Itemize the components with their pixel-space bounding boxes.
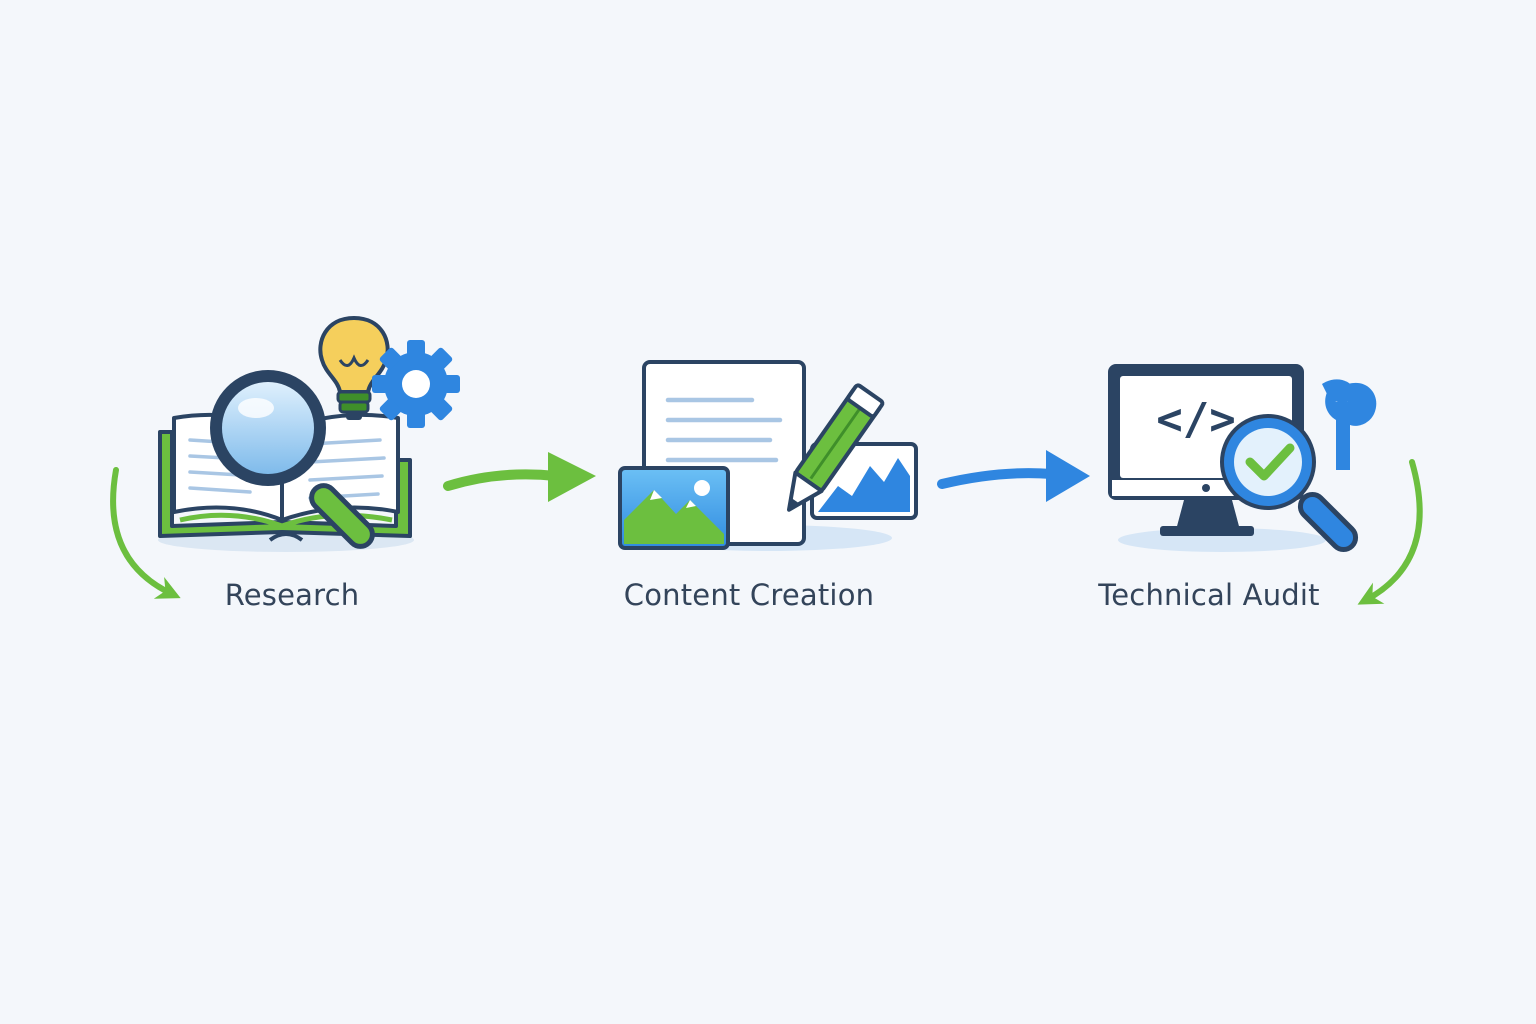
step-label-technical-audit: Technical Audit (1098, 578, 1320, 612)
loop-arrow-out (1357, 459, 1423, 605)
step-label-research: Research (224, 578, 360, 612)
loop-arrow-in (110, 467, 181, 599)
step-label-content-creation: Content Creation (623, 578, 875, 612)
audit-magnifier-icon (1220, 414, 1359, 553)
lightbulb-icon (318, 315, 390, 420)
pencil-icon (786, 383, 885, 512)
monitor-code-audit-icon: </> (1108, 364, 1423, 605)
gear-icon (372, 340, 460, 428)
research-book-magnifier-icon (110, 315, 460, 599)
magnifier-icon (210, 370, 375, 549)
wrench-icon (1322, 379, 1377, 470)
content-document-pencil-icon (618, 360, 918, 551)
image-card-icon (618, 466, 730, 550)
flow-arrow-2 (937, 450, 1090, 502)
flow-arrow-1 (443, 452, 596, 502)
code-glyph: </> (1156, 394, 1235, 445)
